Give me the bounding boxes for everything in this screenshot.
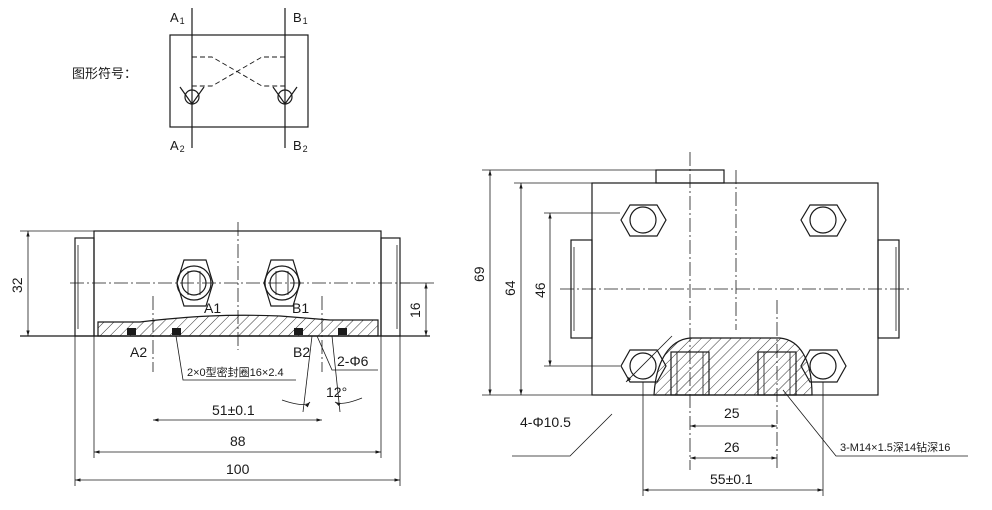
section-hatch [97, 314, 379, 337]
side-section-hatch [653, 337, 813, 396]
symbol-box [169, 34, 309, 128]
dim-64-label: 64 [502, 280, 518, 296]
dim-16-label: 16 [407, 302, 423, 318]
seal-ring [294, 328, 303, 335]
label-port-a1: A1 [204, 300, 221, 316]
angle-leg-right [331, 335, 341, 413]
pilot-line-a-to-b [192, 56, 285, 87]
angle-arc-left [281, 399, 311, 408]
seal-ring [127, 328, 136, 335]
check-seat-a-icon [179, 86, 205, 106]
seal-note-leader [175, 335, 296, 381]
dim-32-label: 32 [9, 277, 25, 293]
pilot-line-b-to-a [192, 56, 285, 87]
dim-46-label: 46 [532, 282, 548, 298]
front-view: A1 B1 A2 B2 2×0型密封圈16×2.4 2-Φ6 12° 32 16… [9, 222, 434, 486]
bolt-head [809, 206, 837, 234]
dim-100-label: 100 [226, 461, 250, 477]
bolt-head [629, 206, 657, 234]
bolt-hex [620, 204, 667, 237]
label-port-a2: A2 [130, 344, 147, 360]
seal-ring [172, 328, 181, 335]
side-view: 69 64 46 4-Φ10.5 25 26 55±0.1 3-M14×1.5深… [471, 152, 968, 496]
thread-note-leader [782, 389, 968, 457]
holes-note: 2-Φ6 [337, 353, 369, 369]
seal-ring [338, 328, 347, 335]
bolt-hex [800, 204, 847, 237]
angle-leg-left [302, 335, 313, 413]
label-port-b1: B1 [292, 300, 309, 316]
holes-note-leader [316, 335, 378, 371]
angle-label: 12° [326, 384, 347, 400]
symbol-title: 图形符号： [72, 66, 137, 81]
symbol-port-b2: B2 [293, 138, 308, 154]
bolt-head [629, 352, 657, 380]
label-port-b2: B2 [293, 344, 310, 360]
symbol-port-a2: A2 [170, 138, 185, 154]
seal-note: 2×0型密封圈16×2.4 [187, 365, 284, 379]
mount-bolt-top-left [620, 204, 667, 237]
dim-26-label: 26 [724, 439, 740, 455]
dim-88-label: 88 [230, 433, 246, 449]
bolt-head [809, 352, 837, 380]
hydraulic-symbol: 图形符号： A1 B1 A2 B2 [72, 8, 309, 154]
mount-bolt-top-right [800, 204, 847, 237]
dim-51-label: 51±0.1 [212, 402, 255, 418]
thread-note: 3-M14×1.5深14钻深16 [840, 440, 950, 454]
mount-hole-arrow [625, 335, 673, 383]
dim-69-label: 69 [471, 266, 487, 282]
dim-25-label: 25 [724, 405, 740, 421]
mount-holes-note: 4-Φ10.5 [520, 414, 571, 430]
symbol-port-b1: B1 [293, 10, 308, 26]
symbol-port-a1: A1 [170, 10, 185, 26]
check-seat-b-icon [272, 86, 298, 106]
dim-55-label: 55±0.1 [710, 471, 753, 487]
mount-holes-leader [512, 413, 613, 457]
angle-arc-right [334, 397, 363, 407]
